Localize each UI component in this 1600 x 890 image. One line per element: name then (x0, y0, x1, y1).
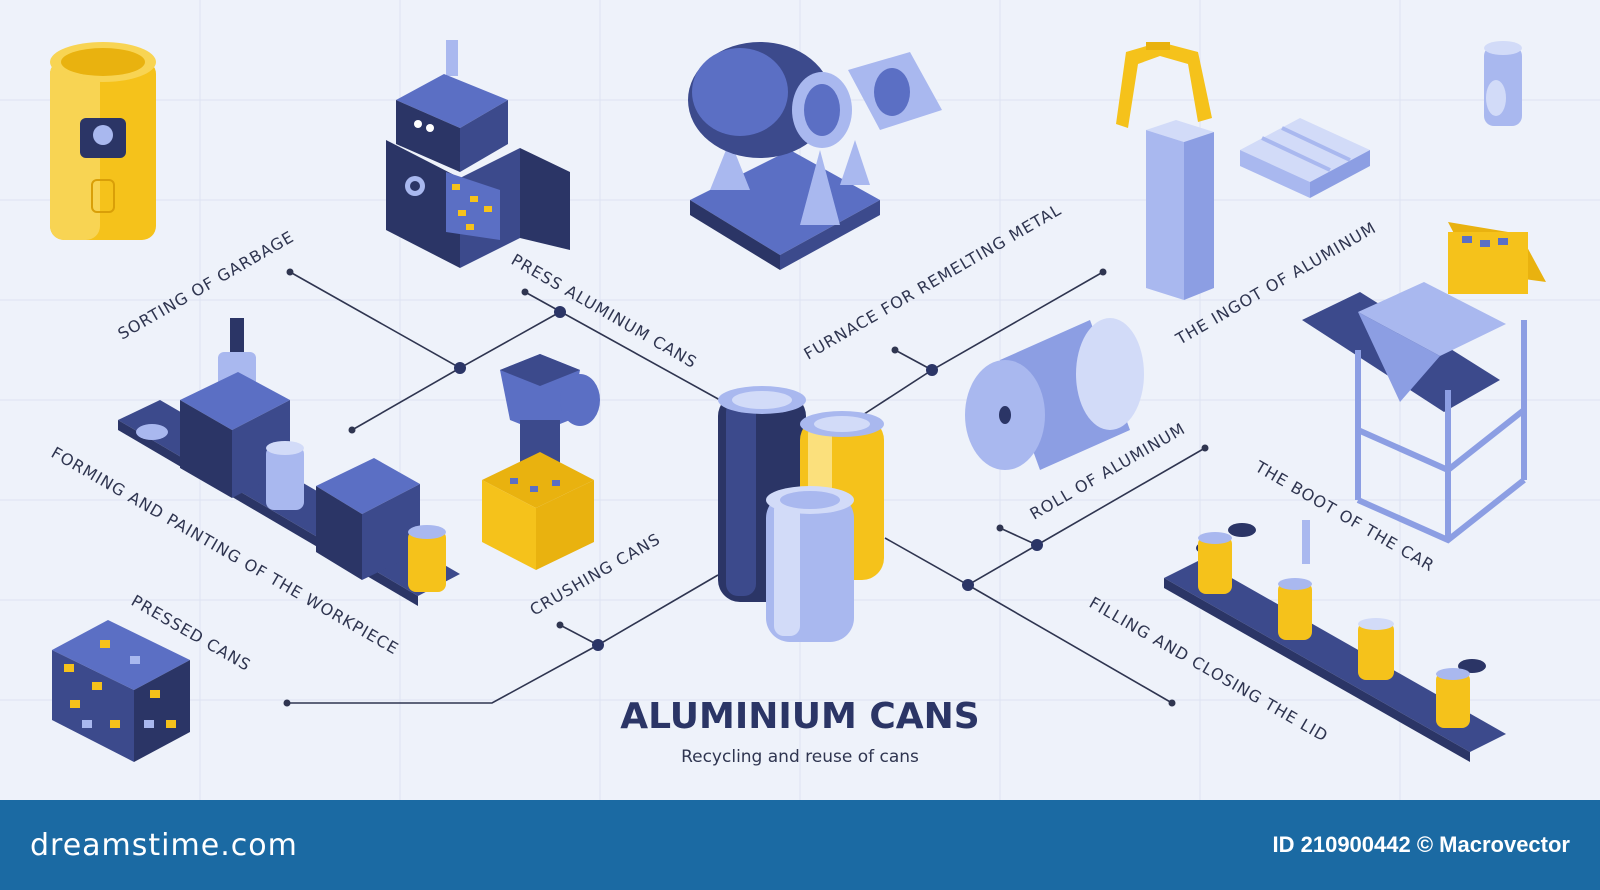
small-can-icon (1484, 41, 1522, 126)
forming-line-icon (118, 318, 460, 606)
filling-line-icon (1164, 520, 1506, 762)
label-sorting-of-garbage: SORTING OF GARBAGE (115, 227, 298, 344)
main-title: ALUMINIUM CANS (620, 696, 979, 737)
trash-bin-icon (50, 42, 156, 240)
image-credit: ID 210900442 © Macrovector (1272, 832, 1571, 857)
ingot-stack-icon (1240, 118, 1370, 198)
crane-ingot-icon (1116, 42, 1214, 300)
central-cans-icon (718, 386, 884, 642)
label-press-aluminum-cans: PRESS ALUMINUM CANS (508, 250, 701, 372)
connector-nodes (283, 268, 1209, 707)
label-the-boot-of-the-car: THE BOOT OF THE CAR (1251, 457, 1438, 576)
crusher-icon (482, 354, 600, 570)
furnace-icon (688, 42, 942, 270)
hopper-machine-icon (1302, 222, 1546, 544)
main-subtitle: Recycling and reuse of cans (681, 747, 919, 767)
aluminum-roll-icon (965, 318, 1144, 470)
diagram-canvas: SORTING OF GARBAGE PRESS ALUMINUM CANS F… (0, 0, 1600, 800)
watermark-footer: dreamstime.com ID 210900442 © Macrovecto… (0, 800, 1600, 890)
pressed-bale-icon (52, 620, 190, 762)
infographic: SORTING OF GARBAGE PRESS ALUMINUM CANS F… (0, 0, 1600, 800)
brand-wordmark: dreamstime.com (30, 827, 298, 863)
press-machine-icon (386, 40, 570, 268)
